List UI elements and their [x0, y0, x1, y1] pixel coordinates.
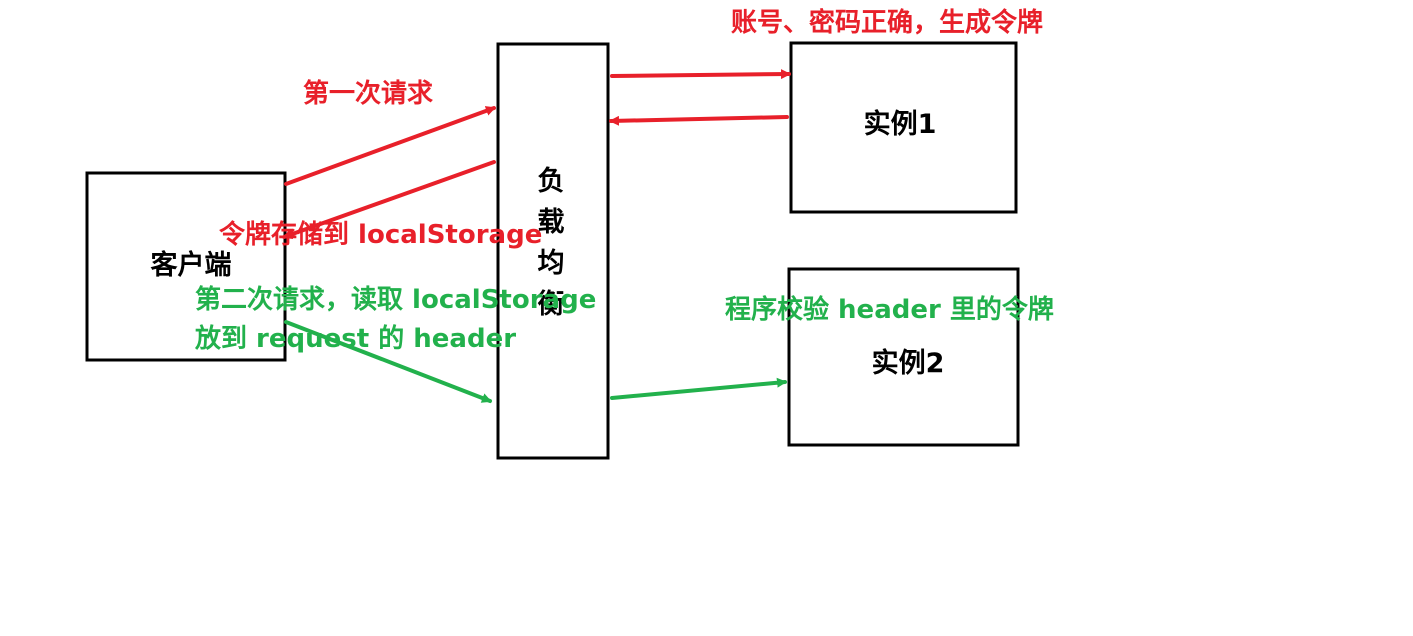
load-balancer-label-1: 负 — [538, 166, 565, 197]
token-stored-note: 令牌存储到 localStorage — [219, 219, 542, 250]
arrow-lb-to-instance2 — [610, 377, 787, 400]
load-balancer-label-2: 载 — [538, 207, 565, 238]
arrow-client-to-lb-second — [284, 320, 492, 403]
second-request-note-line1: 第二次请求，读取 localStorage — [195, 284, 596, 315]
load-balancer-label-4: 衡 — [538, 289, 565, 320]
verify-token-note: 程序校验 header 里的令牌 — [725, 294, 1054, 325]
instance2-label: 实例2 — [872, 347, 945, 379]
second-request-note-line2: 放到 request 的 header — [194, 323, 516, 354]
load-balancer-label-3: 均 — [538, 248, 565, 279]
token-issued-note: 账号、密码正确，生成令牌 — [731, 7, 1043, 38]
arrow-lb-to-instance1 — [610, 69, 791, 80]
client-box — [85, 171, 287, 362]
instance1-box — [789, 41, 1018, 214]
load-balancer-box — [496, 42, 610, 460]
instance1-label: 实例1 — [864, 108, 937, 140]
client-label: 客户端 — [151, 249, 232, 281]
arrow-lb-to-client — [282, 160, 496, 240]
arrow-client-to-lb — [284, 106, 496, 186]
arrow-instance1-to-lb — [609, 115, 789, 126]
instance2-box — [787, 267, 1020, 447]
first-request-note: 第一次请求 — [303, 78, 433, 109]
